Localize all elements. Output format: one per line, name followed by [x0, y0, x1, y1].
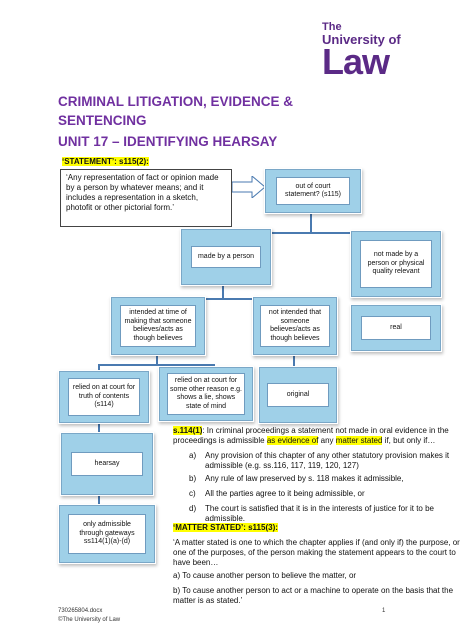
list-item: All the parties agree to it being admiss…: [205, 489, 365, 498]
relied-other-text: relied on at court for some other reason…: [167, 373, 245, 415]
footer-doc-name: 730265804.docx: [58, 608, 103, 614]
logo-line-2: University of: [322, 32, 401, 47]
s114-paragraph: s.114(1): In criminal proceedings a stat…: [173, 426, 449, 445]
real-box: real: [350, 304, 442, 352]
not-made-by-person-text: not made by a person or physical quality…: [360, 240, 432, 288]
connector: [98, 364, 100, 372]
list-letter: a): [189, 451, 197, 460]
statement-label: ‘STATEMENT’: s115(2):: [62, 157, 149, 166]
list-letter: d): [189, 504, 197, 513]
not-intended-box: not intended that someone believes/acts …: [252, 296, 338, 356]
relied-other-box: relied on at court for some other reason…: [158, 366, 254, 422]
not-made-by-person-box: not made by a person or physical quality…: [350, 230, 442, 298]
title-line-2: SENTENCING: [58, 113, 147, 128]
connector: [156, 298, 294, 300]
hearsay-box: hearsay: [60, 432, 154, 496]
list-letter: c): [189, 489, 196, 498]
connector: [222, 282, 224, 298]
relied-truth-text: relied on at court for truth of contents…: [68, 378, 140, 416]
intended-box: intended at time of making that someone …: [110, 296, 206, 356]
matter-label: ‘MATTER STATED’: s115(3):: [173, 523, 278, 532]
hearsay-text: hearsay: [71, 452, 143, 476]
made-by-person-box: made by a person: [180, 228, 272, 286]
connector: [98, 364, 214, 366]
statement-quote: ‘Any representation of fact or opinion m…: [60, 169, 232, 227]
connector: [98, 420, 100, 434]
title-line-1: CRIMINAL LITIGATION, EVIDENCE &: [58, 94, 294, 109]
title-line-3: UNIT 17 – IDENTIFYING HEARSAY: [58, 134, 278, 149]
gateways-text: only admissible through gateways ss114(1…: [68, 514, 146, 554]
matter-paragraph: ‘A matter stated is one to which the cha…: [173, 538, 460, 567]
list-item: Any rule of law preserved by s. 118 make…: [205, 474, 404, 483]
relied-truth-box: relied on at court for truth of contents…: [58, 370, 150, 424]
list-letter: b): [189, 474, 197, 483]
out-of-court-text: out of court statement? (s115): [276, 177, 350, 205]
out-of-court-box: out of court statement? (s115): [264, 168, 362, 214]
page-number: 1: [382, 608, 386, 614]
real-text: real: [361, 316, 431, 340]
connector: [98, 492, 100, 504]
logo-line-3: Law: [322, 41, 390, 82]
original-text: original: [267, 383, 329, 407]
connector: [310, 210, 312, 232]
arrow-icon: [232, 176, 266, 198]
connector: [222, 232, 390, 234]
connector: [293, 352, 295, 366]
list-item: Any provision of this chapter of any oth…: [205, 451, 450, 470]
gateways-box: only admissible through gateways ss114(1…: [58, 504, 156, 564]
university-logo: The University of Law: [322, 22, 412, 80]
matter-item-b: b) To cause another person to act or a m…: [173, 586, 454, 605]
intended-text: intended at time of making that someone …: [120, 305, 196, 347]
made-by-person-text: made by a person: [191, 246, 261, 268]
matter-item-a: a) To cause another person to believe th…: [173, 571, 357, 580]
logo-line-1: The: [322, 21, 342, 33]
list-item: The court is satisfied that it is in the…: [205, 504, 434, 523]
original-box: original: [258, 366, 338, 424]
footer-copyright: ©The University of Law: [58, 617, 121, 623]
not-intended-text: not intended that someone believes/acts …: [260, 305, 330, 347]
connector: [156, 352, 158, 364]
